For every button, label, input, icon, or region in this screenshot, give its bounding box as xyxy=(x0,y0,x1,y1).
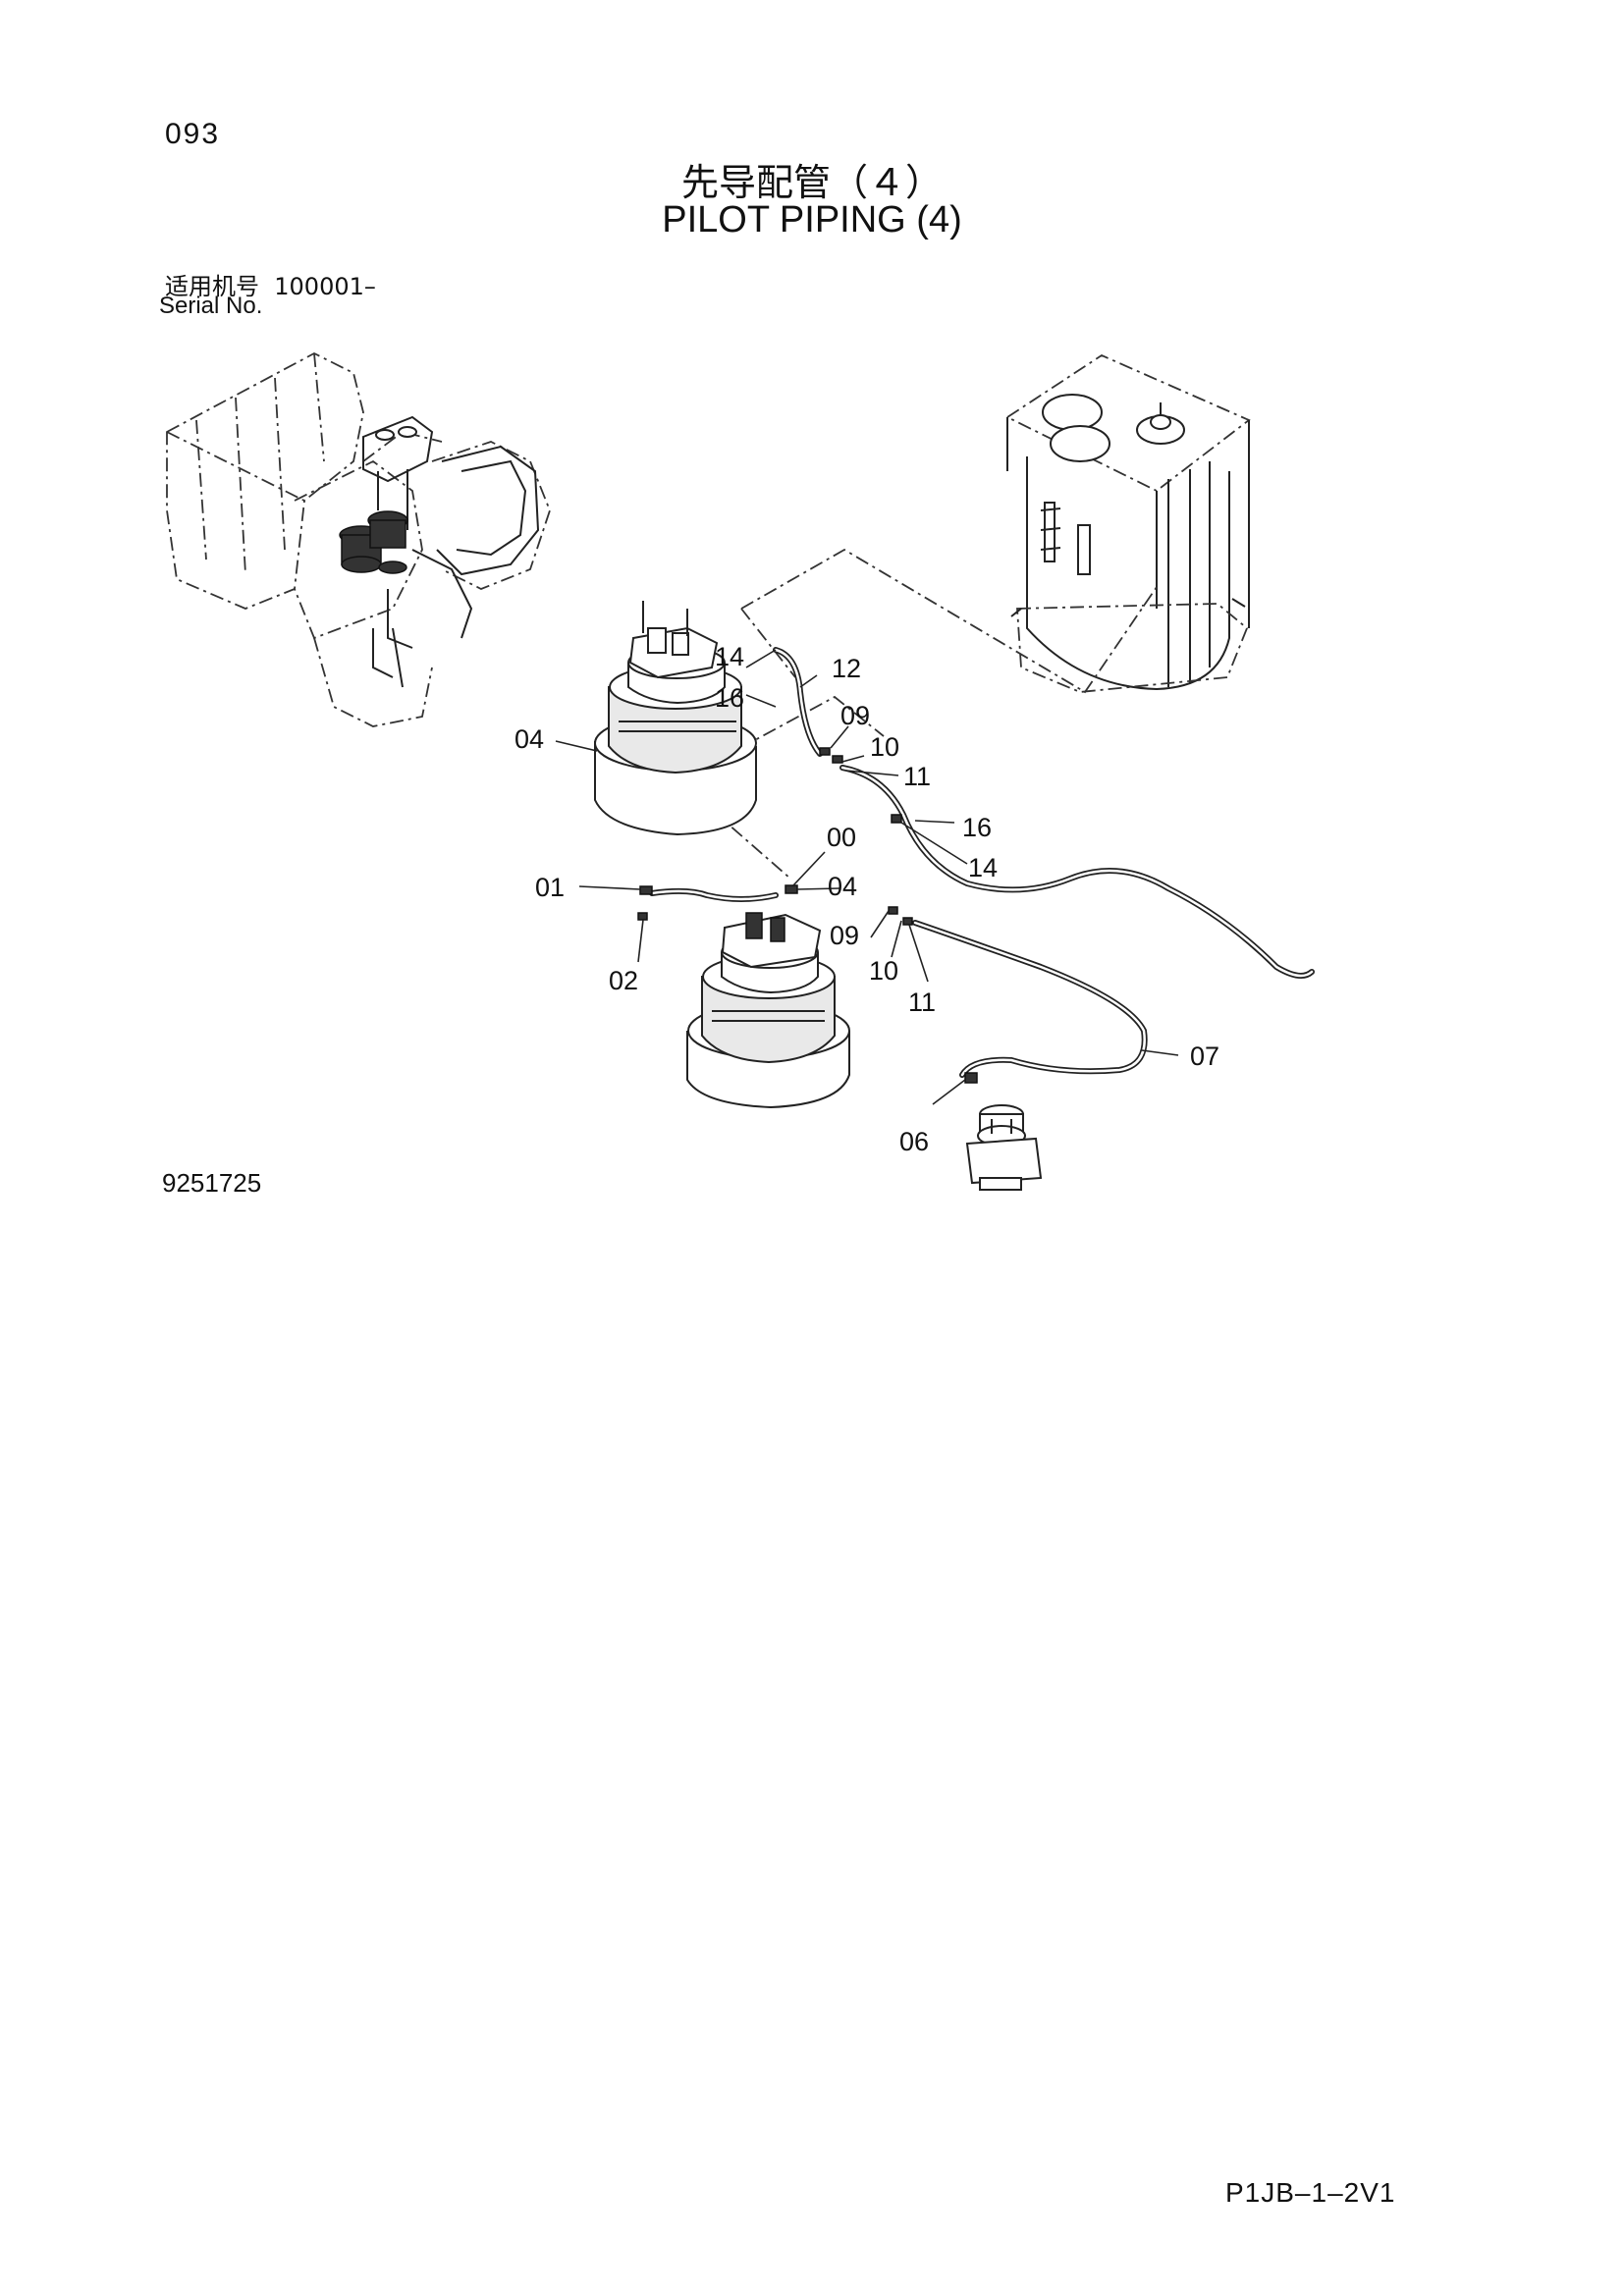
machine-overview-illustration xyxy=(166,351,551,727)
swing-motor-highlight xyxy=(339,510,408,574)
callout-04-lower: 04 xyxy=(828,872,857,901)
callout-16-lower: 16 xyxy=(962,813,992,842)
callout-16-upper: 16 xyxy=(715,683,744,713)
callout-01: 01 xyxy=(535,873,565,902)
callout-07: 07 xyxy=(1190,1041,1219,1071)
callout-06: 06 xyxy=(899,1127,929,1156)
callout-11-upper: 11 xyxy=(903,762,931,791)
title-chinese: 先导配管（４） xyxy=(680,161,943,204)
swing-motor-upper xyxy=(594,601,757,836)
callout-14-upper: 14 xyxy=(715,642,744,671)
callout-12: 12 xyxy=(832,654,861,683)
serial-label-cn: 适用机号 xyxy=(165,273,259,300)
hydraulic-tank-illustration xyxy=(1005,353,1251,693)
serial-label-chinese: 适用机号 100001– xyxy=(165,267,376,301)
callout-14-lower: 14 xyxy=(968,853,998,882)
callout-00: 00 xyxy=(827,823,856,852)
callout-09-upper: 09 xyxy=(840,701,870,730)
pilot-valve-06 xyxy=(965,1104,1043,1191)
callout-labels: 14 12 16 09 04 10 11 16 00 14 01 04 02 0… xyxy=(514,642,1219,1156)
serial-label-english: Serial No. xyxy=(159,293,263,319)
callout-11-lower: 11 xyxy=(908,988,936,1017)
pilot-hoses xyxy=(649,647,1315,1078)
serial-value: 100001– xyxy=(274,273,376,300)
leader-lines xyxy=(555,649,1179,1105)
drawing-number: 9251725 xyxy=(162,1168,262,1198)
callout-10-upper: 10 xyxy=(870,732,899,762)
callout-10-lower: 10 xyxy=(869,956,898,986)
assembly-lines xyxy=(711,548,1158,880)
document-code: P1JB–1–2V1 xyxy=(1225,2177,1396,2208)
title-english: PILOT PIPING (4) xyxy=(662,199,962,240)
fittings xyxy=(637,747,978,1084)
swing-motor-lower xyxy=(686,912,850,1109)
page-number: 093 xyxy=(165,118,221,150)
callout-04-upper: 04 xyxy=(514,724,544,754)
callout-09-lower: 09 xyxy=(830,921,859,950)
callout-02: 02 xyxy=(609,966,638,995)
